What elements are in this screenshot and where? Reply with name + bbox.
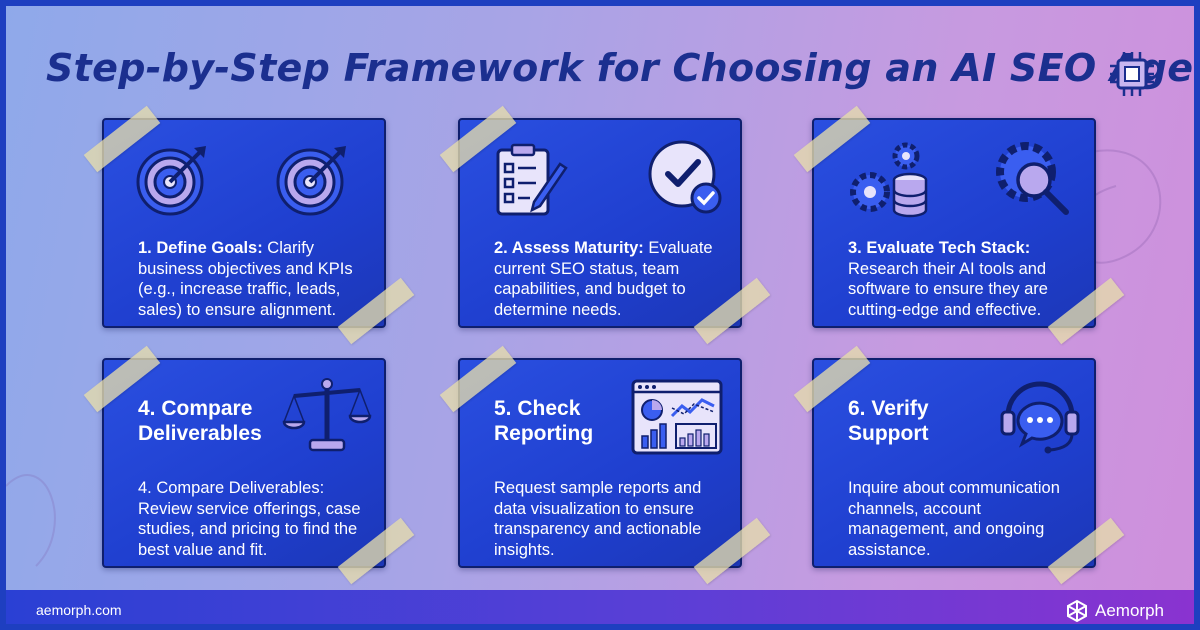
step-2-body: Evaluate current SEO status, team capabi… bbox=[494, 239, 713, 319]
brand-name: Aemorph bbox=[1095, 601, 1164, 620]
step-card-2: 2. Assess Maturity: Evaluate current SEO… bbox=[458, 118, 742, 328]
gears-database-icon bbox=[850, 142, 928, 218]
step-5-heading: 5. Check Reporting bbox=[494, 397, 594, 445]
step-1-text: 1. Define Goals: Clarify business object… bbox=[138, 238, 368, 320]
step-card-3: 3. Evaluate Tech Stack: Research their A… bbox=[812, 118, 1096, 328]
step-6-heading: 6. Verify Support bbox=[848, 397, 929, 445]
scales-icon bbox=[282, 378, 372, 452]
step-card-6: 6. Verify Support Inquire about communic… bbox=[812, 358, 1096, 568]
step-3-heading: 3. Evaluate Tech Stack: bbox=[848, 239, 1031, 257]
step-2-text: 2. Assess Maturity: Evaluate current SEO… bbox=[494, 238, 724, 320]
chip-icon bbox=[1110, 52, 1154, 96]
checklist-icon bbox=[496, 143, 568, 216]
target-icon bbox=[136, 146, 206, 216]
brand-logo: Aemorph bbox=[1065, 599, 1164, 623]
headset-chat-icon bbox=[1000, 381, 1080, 454]
step-card-4: 4. Compare Deliverables 4. Compare Deliv… bbox=[102, 358, 386, 568]
step-4-heading: 4. Compare Deliverables bbox=[138, 397, 262, 445]
gear-magnifier-icon bbox=[996, 142, 1069, 215]
page-title: Step-by-Step Framework for Choosing an A… bbox=[46, 46, 1194, 90]
footer-bar: aemorph.com Aemorph bbox=[6, 590, 1194, 624]
aemorph-logo-icon bbox=[1067, 599, 1088, 623]
step-3-text: 3. Evaluate Tech Stack: Research their A… bbox=[848, 238, 1078, 320]
step-1-heading: 1. Define Goals: bbox=[138, 239, 263, 257]
infographic-frame: Step-by-Step Framework for Choosing an A… bbox=[6, 6, 1194, 624]
checkmark-badge-icon bbox=[648, 140, 722, 214]
site-url[interactable]: aemorph.com bbox=[36, 602, 122, 618]
step-3-body: Research their AI tools and software to … bbox=[848, 259, 1048, 319]
target-icon bbox=[276, 146, 346, 216]
step-5-body: Request sample reports and data visualiz… bbox=[494, 479, 702, 559]
step-6-body: Inquire about communication channels, ac… bbox=[848, 479, 1060, 559]
step-1-body: Clarify business objectives and KPIs (e.… bbox=[138, 239, 353, 319]
dashboard-charts-icon bbox=[631, 379, 723, 455]
step-4-body: 4. Compare Deliverables: Review service … bbox=[138, 479, 361, 559]
step-2-heading: 2. Assess Maturity: bbox=[494, 239, 644, 257]
step-card-5: 5. Check Reporting Request sample report… bbox=[458, 358, 742, 568]
step-card-1: 1. Define Goals: Clarify business object… bbox=[102, 118, 386, 328]
